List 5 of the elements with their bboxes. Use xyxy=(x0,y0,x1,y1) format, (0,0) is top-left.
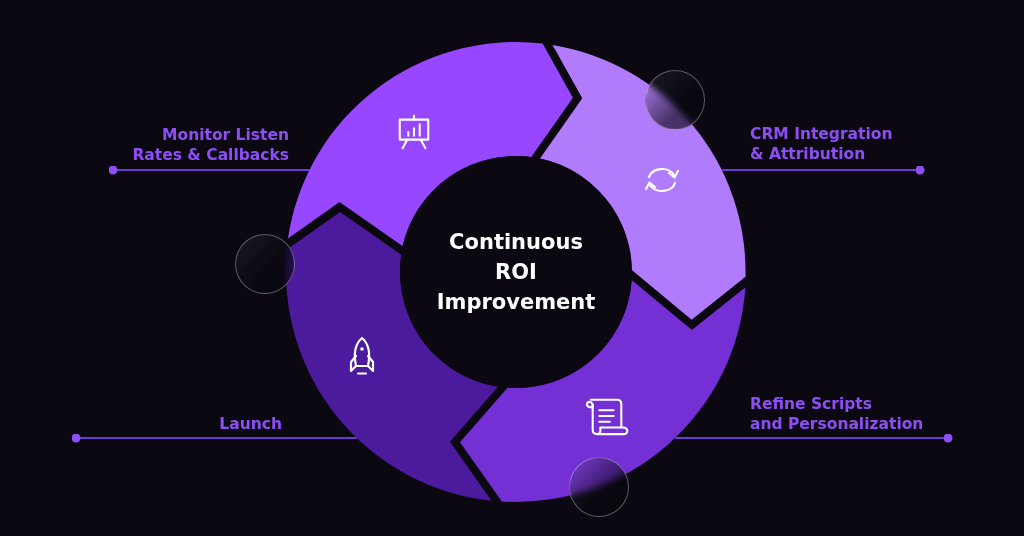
leader-line xyxy=(71,433,358,443)
leader-line xyxy=(674,433,953,443)
leader-line xyxy=(721,165,925,175)
center-title: Continuous ROI Improvement xyxy=(436,229,596,316)
leader-line xyxy=(108,165,311,175)
